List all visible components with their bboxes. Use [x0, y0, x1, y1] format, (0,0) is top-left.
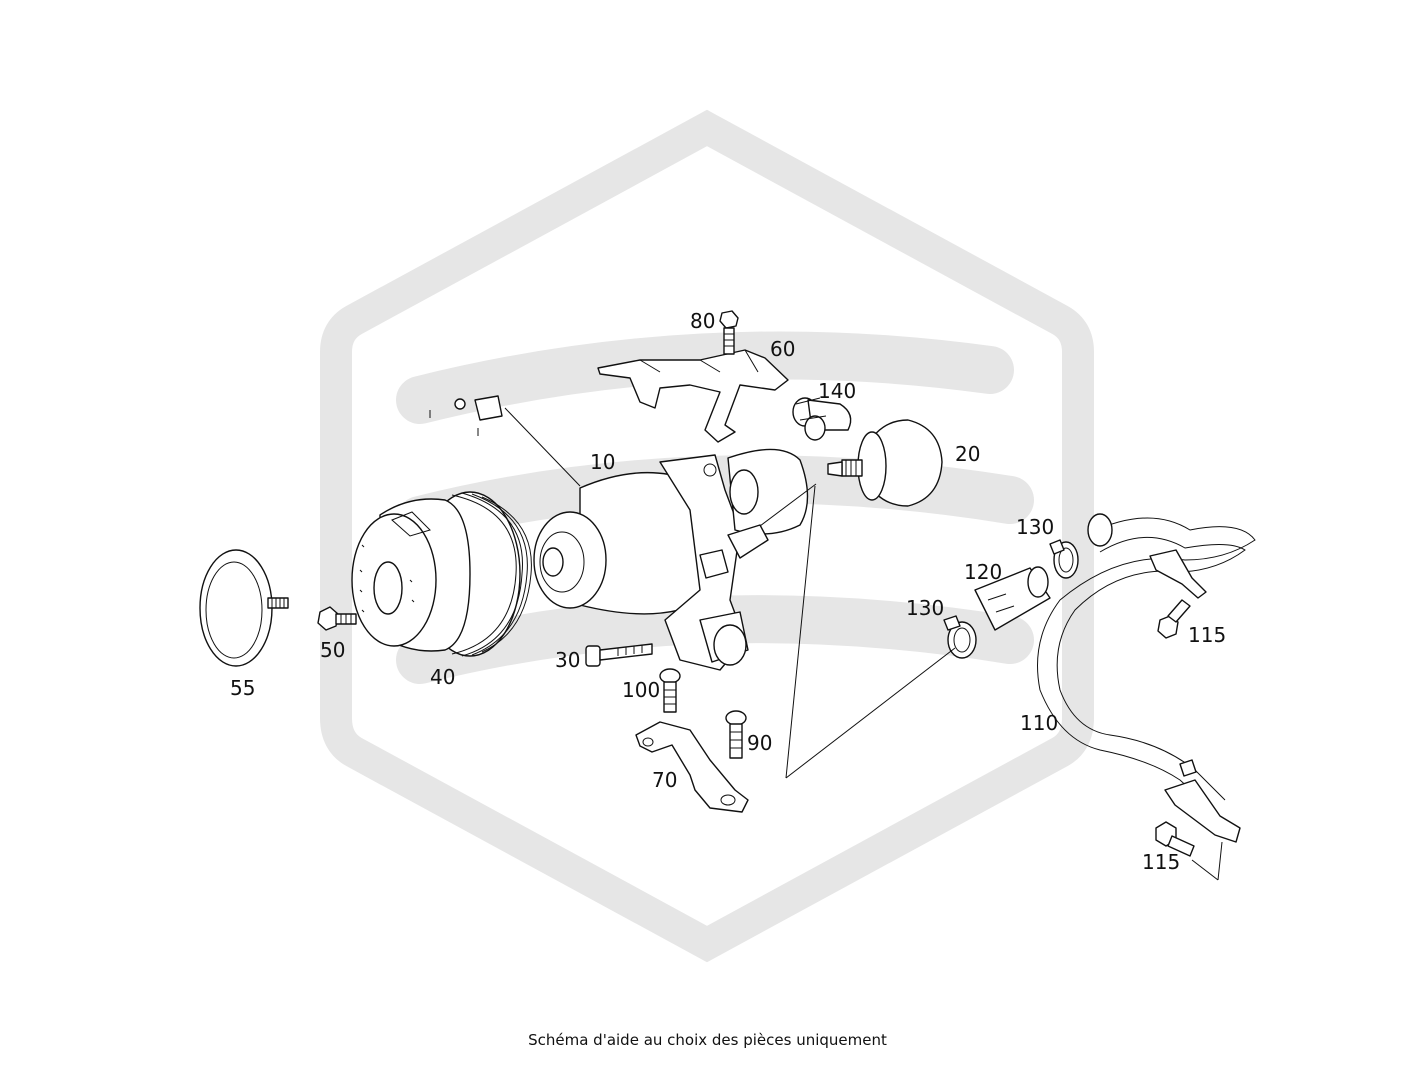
part-55-cover-cap[interactable] — [199, 549, 289, 667]
callout-120[interactable]: 120 — [964, 560, 1002, 584]
part-10-pump-body[interactable] — [533, 448, 809, 671]
callout-50[interactable]: 50 — [320, 638, 345, 662]
callout-100[interactable]: 100 — [622, 678, 660, 702]
callout-55[interactable]: 55 — [230, 676, 255, 700]
part-100-bolt[interactable] — [659, 668, 681, 713]
part-10-seal-fitting[interactable] — [429, 395, 503, 436]
part-80-bolt[interactable] — [719, 310, 739, 355]
callout-70[interactable]: 70 — [652, 768, 677, 792]
callout-130-lower[interactable]: 130 — [906, 596, 944, 620]
callout-80[interactable]: 80 — [690, 309, 715, 333]
part-115-bolt-lower[interactable] — [1155, 821, 1195, 857]
part-60-top-bracket[interactable] — [597, 349, 789, 443]
part-70-lower-bracket[interactable] — [635, 721, 749, 813]
part-130-clamp-upper[interactable] — [1049, 539, 1079, 579]
callout-115-lower[interactable]: 115 — [1142, 850, 1180, 874]
part-130-clamp-lower[interactable] — [943, 615, 977, 659]
part-115-bolt-upper[interactable] — [1157, 599, 1191, 639]
part-30-long-bolt[interactable] — [585, 643, 653, 667]
callout-90[interactable]: 90 — [747, 731, 772, 755]
callout-20[interactable]: 20 — [955, 442, 980, 466]
callout-110[interactable]: 110 — [1020, 711, 1058, 735]
part-50-bolt[interactable] — [317, 606, 357, 631]
callout-30[interactable]: 30 — [555, 648, 580, 672]
callout-60[interactable]: 60 — [770, 337, 795, 361]
callout-labels: 80 60 140 10 20 130 120 130 115 110 115 … — [230, 309, 1226, 874]
callout-115-upper[interactable]: 115 — [1188, 623, 1226, 647]
callout-130-upper[interactable]: 130 — [1016, 515, 1054, 539]
part-20-reservoir[interactable] — [827, 419, 943, 507]
part-40-pulley[interactable] — [351, 491, 532, 657]
part-120-connector[interactable] — [974, 566, 1051, 631]
part-140-clamps[interactable] — [792, 397, 852, 441]
part-90-bolt[interactable] — [725, 710, 747, 759]
callout-140[interactable]: 140 — [818, 379, 856, 403]
leader-lines — [504, 407, 1223, 881]
diagram-caption: Schéma d'aide au choix des pièces unique… — [528, 1031, 887, 1049]
part-110-pipe[interactable] — [1037, 513, 1256, 843]
callout-40[interactable]: 40 — [430, 665, 455, 689]
callout-10[interactable]: 10 — [590, 450, 615, 474]
